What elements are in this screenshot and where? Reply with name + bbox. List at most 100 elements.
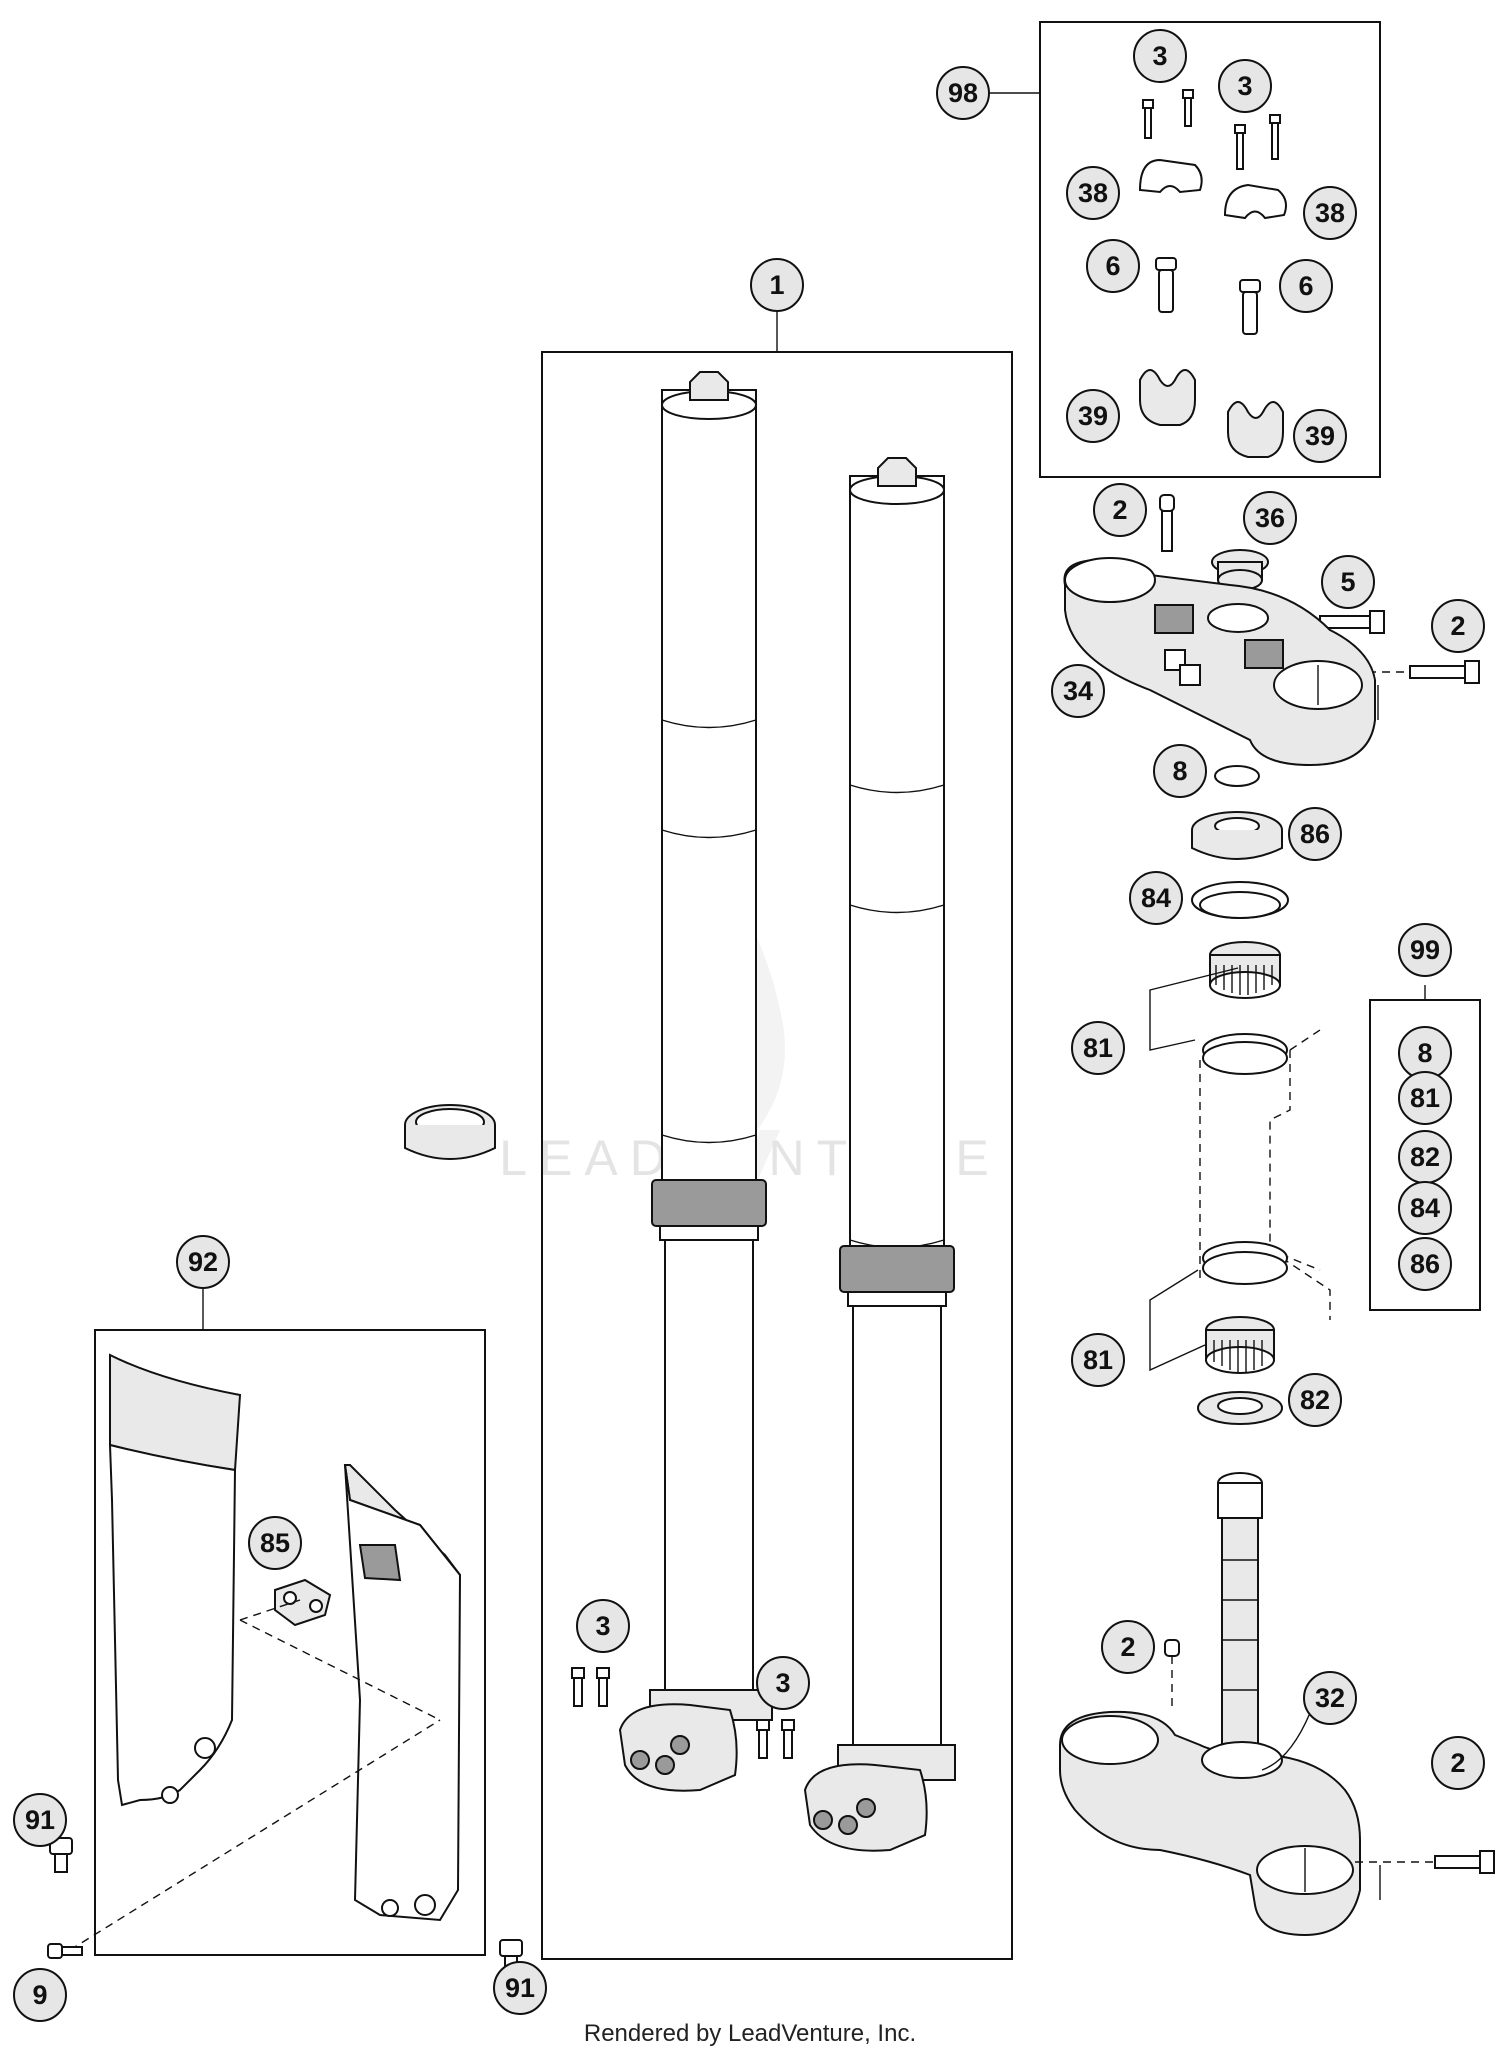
callout-bubble <box>13 1968 67 2022</box>
callout-label: 98 <box>948 78 978 108</box>
callout-bubble <box>1051 664 1105 718</box>
callout-c32: 32 <box>1303 1671 1357 1725</box>
leader-81-lower <box>1149 1269 1206 1372</box>
callout-label: 82 <box>1300 1385 1330 1415</box>
callout-label: 91 <box>505 1973 535 2003</box>
callout-label: 32 <box>1315 1683 1345 1713</box>
leader-81-upper <box>1149 967 1239 1051</box>
callout-label: 81 <box>1083 1033 1113 1063</box>
fork-guard-box <box>94 1329 486 1956</box>
callout-bubble <box>1288 1373 1342 1427</box>
loose-ring <box>404 1104 496 1160</box>
bolt-2-top <box>1159 494 1175 552</box>
callout-bubble <box>176 1235 230 1289</box>
callout-bubble <box>1303 1671 1357 1725</box>
callout-label: 84 <box>1141 883 1171 913</box>
callout-bubble <box>1398 923 1452 977</box>
callout-k84: 84 <box>1398 1181 1452 1235</box>
callout-bubble <box>1293 409 1347 463</box>
callout-label: 8 <box>1172 756 1187 786</box>
callout-label: 82 <box>1410 1142 1440 1172</box>
bolt-6-left <box>1155 257 1177 313</box>
steering-stem-32 <box>1217 1472 1263 1749</box>
callout-bubble <box>1431 1736 1485 1790</box>
callout-bubble <box>1243 491 1297 545</box>
kit-98-box <box>1039 21 1381 478</box>
bolt-9-assembly-line <box>69 1719 441 1951</box>
callout-c6b: 6 <box>1279 259 1333 313</box>
callout-label: 6 <box>1105 251 1120 281</box>
lower-triple-clamp <box>1059 1710 1361 1937</box>
callout-k82: 82 <box>1398 1130 1452 1184</box>
race-lower <box>1202 1241 1288 1285</box>
seal-84 <box>1191 881 1289 919</box>
callout-bubble <box>1398 1181 1452 1235</box>
callout-bubble <box>576 1599 630 1653</box>
race-upper <box>1202 1033 1288 1075</box>
bolt-3-fork-right <box>756 1719 795 1759</box>
callout-label: 2 <box>1450 1748 1465 1778</box>
callout-label: 34 <box>1063 676 1093 706</box>
callout-c99: 99 <box>1398 923 1452 977</box>
bearing-81-lower <box>1205 1316 1275 1374</box>
callout-bubble <box>1153 744 1207 798</box>
callout-c81b: 81 <box>1071 1333 1125 1387</box>
callout-bubble <box>1303 186 1357 240</box>
callout-bubble <box>1133 29 1187 83</box>
callout-label: 84 <box>1410 1193 1440 1223</box>
callout-label: 3 <box>1152 41 1167 71</box>
callout-c92: 92 <box>176 1235 230 1289</box>
callout-k81: 81 <box>1398 1071 1452 1125</box>
callout-c2a: 2 <box>1093 483 1147 537</box>
callout-c2b: 2 <box>1431 599 1485 653</box>
callout-label: 8 <box>1417 1038 1432 1068</box>
screw-3-upper-right <box>1234 114 1281 170</box>
handlebar-mount-39-left <box>1139 369 1196 426</box>
callout-label: 38 <box>1078 178 1108 208</box>
callout-c39a: 39 <box>1066 389 1120 443</box>
callout-label: 86 <box>1410 1249 1440 1279</box>
callout-bubble <box>750 258 804 312</box>
callout-c3b: 3 <box>1218 59 1272 113</box>
callout-bubble <box>1066 166 1120 220</box>
bolt-2-lower-top <box>1164 1639 1180 1710</box>
callout-label: 92 <box>188 1247 218 1277</box>
callout-bubble <box>1129 871 1183 925</box>
callout-c6a: 6 <box>1086 239 1140 293</box>
leader-32 <box>1261 1712 1311 1771</box>
bolt-2-lower-side <box>1355 1850 1495 1874</box>
callout-bubble <box>936 66 990 120</box>
bolt-3-fork-left <box>571 1667 610 1707</box>
callout-label: 81 <box>1083 1345 1113 1375</box>
fork-leg-right <box>803 457 956 1852</box>
callout-label: 99 <box>1410 935 1440 965</box>
callout-bubble <box>1218 59 1272 113</box>
fork-guard-right <box>343 1464 462 1922</box>
callout-label: 5 <box>1340 567 1355 597</box>
callout-bubble <box>1086 239 1140 293</box>
callout-bubble <box>1398 1071 1452 1125</box>
callout-c91a: 91 <box>13 1793 67 1847</box>
callout-label: 6 <box>1298 271 1313 301</box>
callout-c98: 98 <box>936 66 990 120</box>
dust-ring-86 <box>1191 811 1283 860</box>
clamp-38-left <box>1138 158 1203 194</box>
callout-c8: 8 <box>1153 744 1207 798</box>
callout-bubble <box>13 1793 67 1847</box>
callout-c3a: 3 <box>1133 29 1187 83</box>
callout-bubble <box>756 1656 810 1710</box>
bolt-6-right <box>1239 279 1261 335</box>
seal-82 <box>1197 1391 1283 1425</box>
callout-bubble <box>248 1516 302 1570</box>
callout-label: 2 <box>1120 1632 1135 1662</box>
callout-label: 2 <box>1112 495 1127 525</box>
callout-label: 39 <box>1305 421 1335 451</box>
fork-leg-left <box>618 371 773 1792</box>
callout-k86: 86 <box>1398 1237 1452 1291</box>
callout-label: 85 <box>260 1528 290 1558</box>
guard-assembly-line <box>239 1599 441 1721</box>
bolt-9 <box>47 1943 83 1959</box>
bolt-2-side <box>1340 660 1480 684</box>
